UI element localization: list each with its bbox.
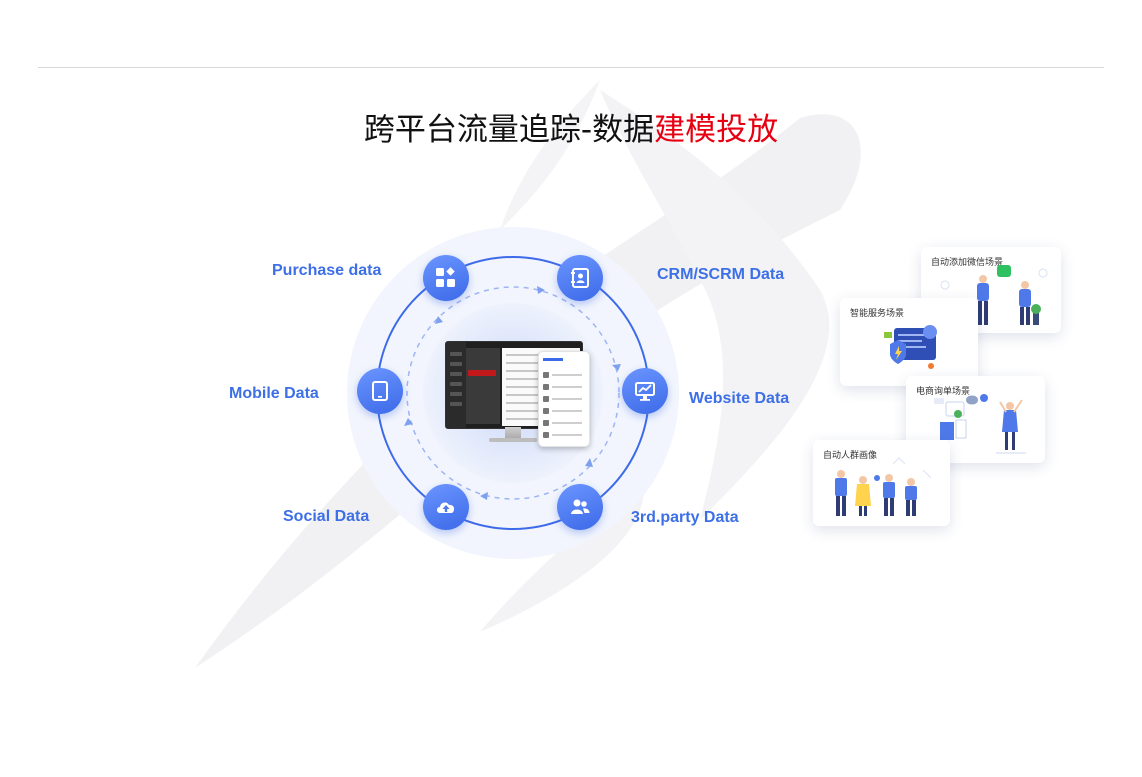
arrowhead-icon [612, 364, 621, 371]
card-smart-service-scenario: 智能服务场景 [840, 298, 978, 386]
label-mobile-data: Mobile Data [229, 385, 319, 402]
wechat-icon [940, 265, 1048, 325]
apps-grid-icon [423, 255, 469, 301]
chat-bubble-icon [934, 394, 1026, 454]
tablet-icon [357, 368, 403, 414]
label-purchase-data: Purchase data [272, 262, 382, 279]
title-main: 跨平台流量追踪-数据 [363, 112, 655, 148]
card-title: 电商询单场景 [916, 387, 971, 397]
label-crm-data: CRM/SCRM Data [657, 266, 785, 283]
label-website-data: Website Data [689, 390, 790, 407]
label-social-data: Social Data [283, 508, 370, 525]
card-auto-audience-portrait: 自动人群画像 [813, 440, 950, 526]
cloud-upload-icon [423, 484, 469, 530]
card-title: 自动添加微信场景 [931, 258, 1004, 268]
monitor-chart-icon [622, 368, 668, 414]
title-highlight: 建模投放 [654, 112, 779, 148]
card-title: 智能服务场景 [850, 309, 905, 319]
arrowhead-icon [537, 286, 545, 294]
dashed-ring [406, 286, 620, 500]
shield-bolt-icon [884, 325, 937, 369]
top-divider [38, 67, 1104, 68]
arrowhead-icon [404, 418, 413, 426]
users-icon [557, 484, 603, 530]
mobile-preview [538, 351, 590, 447]
label-third-party-data: 3rd.party Data [631, 509, 739, 526]
card-title: 自动人群画像 [823, 451, 878, 461]
crowd-icon [835, 457, 932, 516]
arrowhead-icon [585, 458, 593, 467]
contact-book-icon [557, 255, 603, 301]
arrowhead-icon [435, 316, 443, 324]
page-title: 跨平台流量追踪-数据建模投放 [0, 104, 1142, 149]
arrowhead-icon [480, 492, 488, 500]
